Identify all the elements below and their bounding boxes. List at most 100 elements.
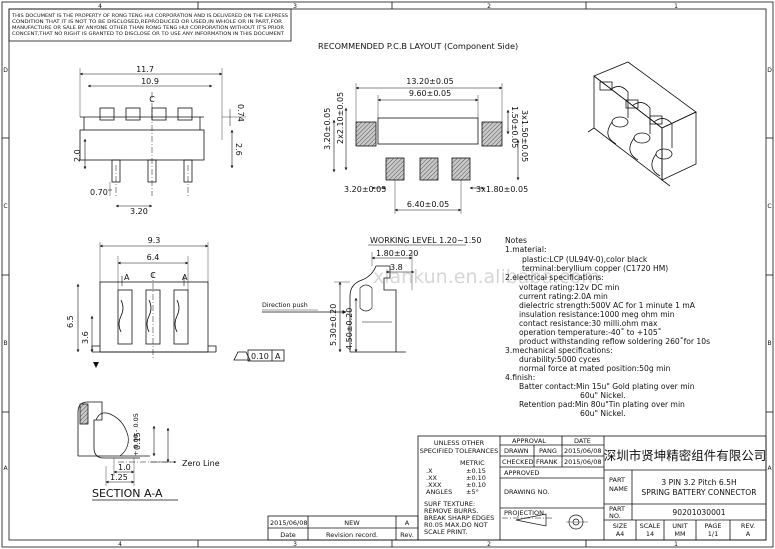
dim-3-20-vertical: 3.20±0.05 <box>323 108 332 150</box>
front-view <box>76 242 285 368</box>
dim-5-30: 5.30±0.20 <box>329 304 338 346</box>
frame-zone-labels: 4 3 2 1 4 3 2 1 D C B A D C B A <box>3 3 772 548</box>
tolerance-key: .XXX <box>426 481 442 489</box>
part-no: 90201030001 <box>672 508 725 517</box>
dim-6-4: 6.4 <box>147 253 160 262</box>
footer-rev-header: REV. <box>741 522 755 530</box>
tolerance-key: ANGLES <box>426 488 452 496</box>
checked-date: 2015/06/08 <box>564 458 601 466</box>
side-view <box>262 244 466 353</box>
isometric-view <box>587 61 697 187</box>
note-line: 2.electrical specifications: <box>505 273 604 282</box>
part-name-label: NAME <box>609 485 628 493</box>
zone-top-1: 1 <box>674 3 678 10</box>
watermark: xiankun.en.alibaba.com <box>373 266 600 288</box>
notice-line: THIS DOCUMENT IS THE PROPERTY OF RONG TE… <box>11 13 289 18</box>
note-line: Retention pad:Min 80u"Tin plating over m… <box>519 400 685 409</box>
tolerance-key: .X <box>426 467 433 475</box>
note-line: durability:5000 cyces <box>519 355 600 364</box>
dim-tolerance-0-00-0-05: + 0.00 - 0.05 <box>132 413 140 456</box>
dim-0-15: 0.15 <box>133 432 142 450</box>
drawing-no-label: DRAWING NO. <box>504 488 549 496</box>
note-line: operation temperature:-40˚ to +105˚ <box>519 328 661 337</box>
surface-note: R0.05 MAX.DO NOT <box>424 521 488 529</box>
dim-3-8: 3.8 <box>390 263 403 272</box>
drawn-date: 2015/06/08 <box>564 447 601 455</box>
dim-9-60: 9.60±0.05 <box>409 89 451 98</box>
zone-top-4: 4 <box>98 3 102 10</box>
footer-scale-header: SCALE <box>640 522 661 530</box>
zone-bottom-3: 3 <box>293 541 297 548</box>
metric-label: METRIC <box>460 459 485 467</box>
tolerance-value: ±0.10 <box>466 481 486 489</box>
pcb-pad <box>481 121 503 147</box>
note-line: 60u" Nickel. <box>580 409 626 418</box>
pcb-pad <box>385 157 405 181</box>
tolerance-heading: SPECIFIED TOLERANCES <box>420 447 499 455</box>
notice-text: THIS DOCUMENT IS THE PROPERTY OF RONG TE… <box>11 13 289 36</box>
direction-push: Direction push <box>262 302 308 309</box>
footer-page-header: PAGE <box>705 522 722 530</box>
footer-size-value: A4 <box>616 530 625 538</box>
zone-bottom-4: 4 <box>118 541 122 548</box>
tolerance-key: .XX <box>426 474 438 482</box>
date-header: DATE <box>574 437 591 445</box>
zone-bottom-1: 1 <box>674 541 678 548</box>
c-mark-front: C <box>150 271 156 280</box>
note-line: 60u" Nickel. <box>580 391 626 400</box>
part-name: SPRING BATTERY CONNECTOR <box>641 488 757 497</box>
dim-3-6: 3.6 <box>81 331 90 344</box>
notice-box <box>8 8 292 42</box>
note-line: Batter contact:Min 15u" Gold plating ove… <box>519 382 695 391</box>
pcb-layout-title: RECOMMENDED P.C.B LAYOUT (Component Side… <box>318 41 518 51</box>
dim-6-40: 6.40±0.05 <box>407 200 449 209</box>
footer-scale-value: 14 <box>646 530 654 538</box>
revision-date: 2015/06/08 <box>270 519 307 527</box>
section-mark-a-right: A <box>182 273 188 282</box>
part-name-label: PART <box>609 476 625 484</box>
note-line: normal force at mated position:50g min <box>519 364 671 373</box>
dim-13-20: 13.20±0.05 <box>406 77 453 86</box>
dim-3-20: 3.20 <box>130 207 148 216</box>
note-line: terminal:beryllium copper (C1720 HM) <box>522 264 668 273</box>
dim-0-70: 0.70 <box>90 188 108 197</box>
company-name: 深圳市贤坤精密组件有限公司 <box>604 448 767 463</box>
top-view-housing <box>79 129 205 161</box>
surface-note: SURF TEXTURE: <box>424 500 475 508</box>
top-view <box>79 68 246 208</box>
dim-11-7: 11.7 <box>136 65 154 74</box>
zone-right-d: D <box>767 67 772 74</box>
dim-2-6: 2.6 <box>234 143 243 156</box>
top-view-dims: 11.7 10.9 C 0.74 2.0 2.6 0.70 3.20 <box>73 65 245 216</box>
zone-top-2: 2 <box>487 3 491 10</box>
projection-label: PROJECTION <box>504 509 544 517</box>
surface-note: SCALE PRINT. <box>424 528 467 536</box>
revision-record: NEW <box>344 519 360 527</box>
title-block-text: UNLESS OTHER SPECIFIED TOLERANCES METRIC… <box>420 437 767 538</box>
pcb-pad <box>355 121 377 147</box>
revision-table-text: 2015/06/08 NEW A Date Revision record. R… <box>270 519 414 539</box>
dim-1-80: 1.80±0.20 <box>376 249 418 258</box>
approval-header: APPROVAL <box>512 437 546 445</box>
note-line: 3.mechanical specifications: <box>505 346 613 355</box>
section-label: SECTION A-A <box>92 487 163 500</box>
checked-label: CHECKED <box>502 458 533 466</box>
note-line: contact resistance:30 milli.ohm max <box>519 319 658 328</box>
footer-size-header: SIZE <box>613 522 628 530</box>
pcb-pad <box>419 157 439 181</box>
notice-line: CONCENT,THAT NO RIGHT IS GRANTED TO DISC… <box>12 31 285 36</box>
zero-line: Zero Line <box>182 459 220 468</box>
c-mark: C <box>149 95 155 104</box>
checked-name: FRANK <box>536 458 558 466</box>
revision-table <box>267 515 419 541</box>
zone-left-d: D <box>3 67 8 74</box>
footer-unit-header: UNIT <box>672 522 688 530</box>
pcb-layout <box>332 83 520 214</box>
dim-1-50: 1.50±0.05 <box>510 106 519 148</box>
footer-rev-value: A <box>746 530 751 538</box>
dim-2-0: 2.0 <box>73 149 82 162</box>
revision-date-header: Date <box>280 531 296 539</box>
dim-3-20-horizontal: 3.20±0.05 <box>344 185 386 194</box>
pcb-dims: 13.20±0.05 9.60±0.05 3.20±0.05 2x2.10±0.… <box>323 77 529 209</box>
